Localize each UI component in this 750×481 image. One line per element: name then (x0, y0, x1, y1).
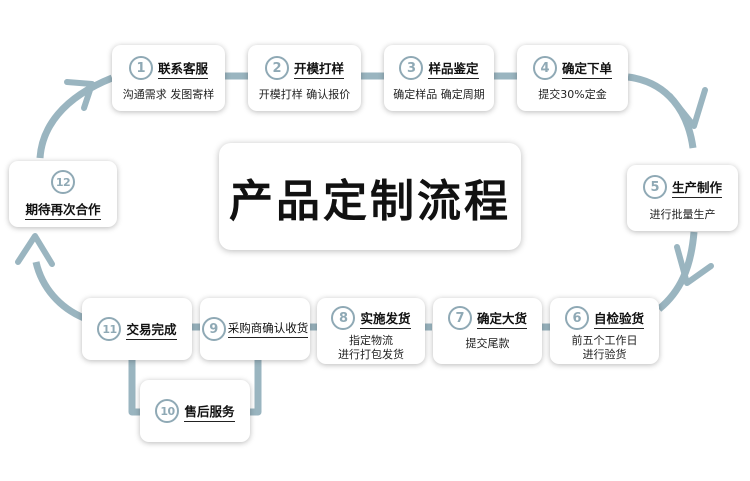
arrow-right-bottom (674, 244, 714, 286)
step-6-box: 6 自检验货 前五个工作日 进行验货 (550, 298, 659, 364)
step-1-title: 联系客服 (157, 58, 208, 79)
step-8-desc-line1: 指定物流 (349, 334, 393, 347)
step-4-number: 4 (532, 56, 557, 80)
step-6-desc-line1: 前五个工作日 (571, 334, 638, 347)
step-4-title: 确定下单 (561, 58, 612, 79)
step-3-box: 3 样品鉴定 确定样品 确定周期 (384, 45, 494, 111)
arrow-right-top (667, 87, 708, 129)
step-6-desc-line2: 进行验货 (582, 348, 627, 361)
step-12-title: 期待再次合作 (25, 199, 101, 220)
connector-12-1-arc (36, 74, 114, 159)
step-11-number: 11 (97, 317, 122, 341)
step-2-desc: 开模打样 确认报价 (258, 88, 351, 101)
arrow-left-bottom (15, 233, 55, 267)
step-10-number: 10 (155, 399, 180, 423)
arrow-left-top (64, 79, 95, 111)
step-8-number: 8 (331, 306, 356, 330)
step-5-box: 5 生产制作 进行批量生产 (627, 165, 738, 231)
connector-11-10 (128, 358, 142, 416)
step-7-desc: 提交尾款 (465, 337, 510, 350)
step-5-number: 5 (642, 175, 667, 199)
step-9-number: 9 (201, 317, 226, 341)
connector-11-12-arc (32, 261, 86, 322)
step-5-title: 生产制作 (671, 177, 722, 198)
step-3-number: 3 (399, 56, 424, 80)
step-3-title: 样品鉴定 (428, 58, 479, 79)
step-6-number: 6 (564, 306, 589, 330)
step-8-title: 实施发货 (360, 308, 411, 329)
step-3-desc: 确定样品 确定周期 (393, 88, 485, 101)
step-1-number: 1 (128, 56, 153, 80)
step-8-box: 8 实施发货 指定物流 进行打包发货 (317, 298, 425, 364)
step-2-box: 2 开模打样 开模打样 确认报价 (248, 45, 361, 111)
step-2-number: 2 (264, 56, 289, 80)
step-1-desc: 沟通需求 发图寄样 (122, 88, 215, 101)
step-11-title: 交易完成 (126, 319, 177, 340)
connector-10-9 (248, 358, 262, 416)
step-7-title: 确定大货 (476, 308, 527, 329)
step-9-box: 9 采购商确认收货 (200, 298, 310, 360)
step-4-desc: 提交30%定金 (538, 88, 607, 101)
step-2-title: 开模打样 (293, 58, 344, 79)
step-4-box: 4 确定下单 提交30%定金 (517, 45, 628, 111)
step-12-box: 12 期待再次合作 (9, 161, 117, 227)
step-11-box: 11 交易完成 (82, 298, 192, 360)
step-1-box: 1 联系客服 沟通需求 发图寄样 (112, 45, 225, 111)
step-9-title: 采购商确认收货 (227, 320, 309, 338)
step-7-box: 7 确定大货 提交尾款 (433, 298, 542, 364)
step-10-box: 10 售后服务 (140, 380, 250, 442)
step-5-desc: 进行批量生产 (649, 208, 716, 221)
step-8-desc-line2: 进行打包发货 (338, 348, 404, 361)
connector-5-6-arc (656, 231, 698, 312)
step-6-title: 自检验货 (593, 308, 644, 329)
step-12-number: 12 (51, 170, 75, 194)
step-10-title: 售后服务 (184, 401, 235, 422)
page-title: 产品定制流程 (219, 143, 521, 250)
step-7-number: 7 (447, 306, 472, 330)
